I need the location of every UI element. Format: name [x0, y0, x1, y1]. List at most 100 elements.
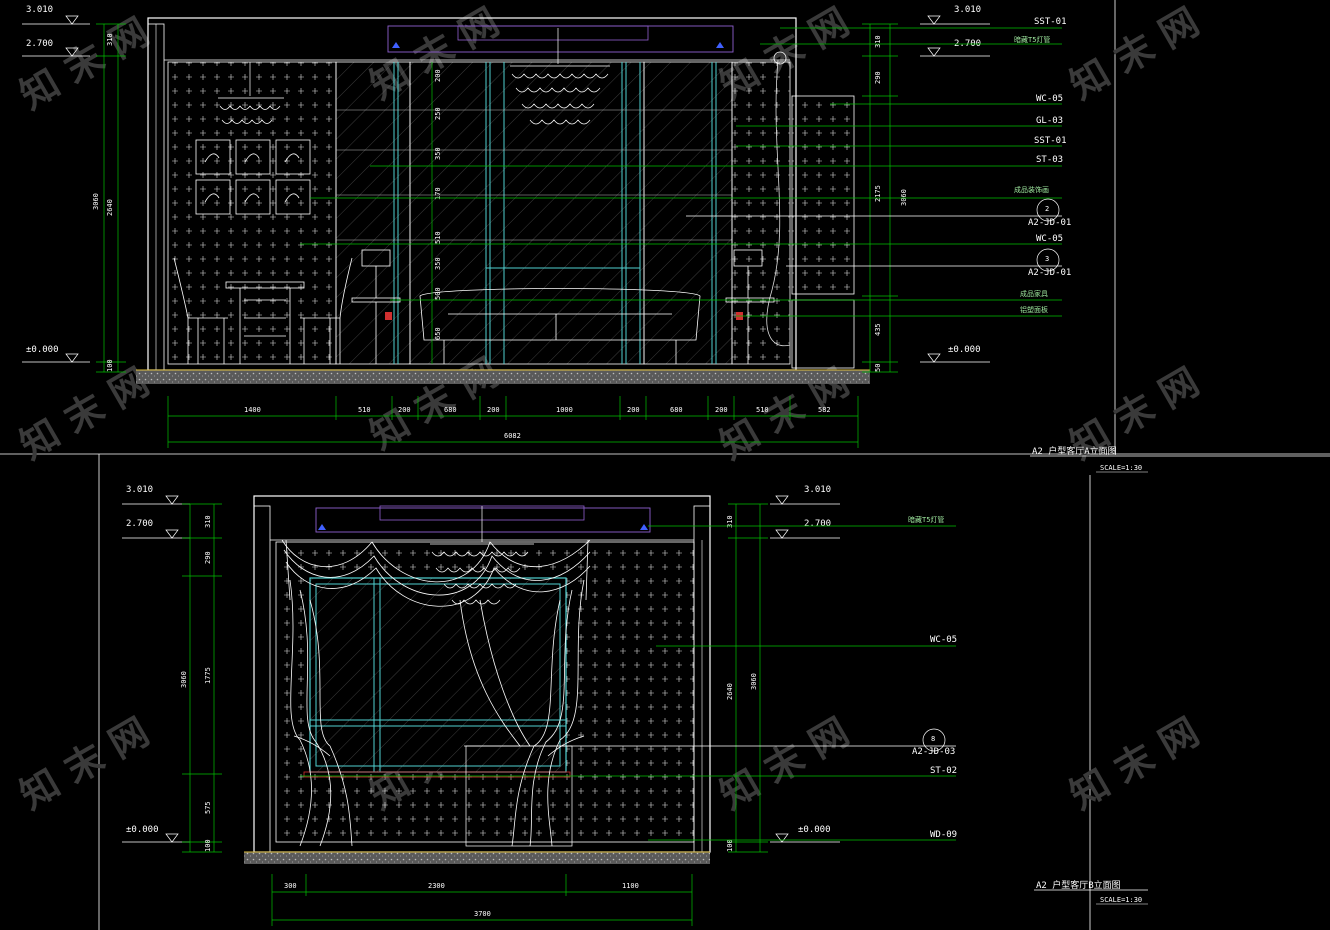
segment-dim-5: 510: [434, 231, 442, 244]
vdim-a-right-5: 435: [874, 323, 882, 336]
glass-panel-center: [409, 61, 645, 365]
bdim-a-3: 200: [398, 406, 411, 414]
callout-b-1-ref: A2-JD-03: [912, 747, 955, 757]
level-markers-left-a: [22, 15, 90, 363]
bdim-a-9: 200: [715, 406, 728, 414]
segment-dim-3: 350: [434, 147, 442, 160]
level-ceiling-label: 2.700: [26, 39, 53, 49]
watermark: 知 末 网: [363, 349, 507, 457]
vdim-a-right-6: 50: [874, 364, 882, 372]
callout-a-1-num: 2: [1045, 205, 1049, 213]
left-wallpaper-panel: [167, 61, 337, 365]
bdim-b-1: 300: [284, 882, 297, 890]
vdim-a-right-3: 2175: [874, 185, 882, 202]
bdim-a-11: 582: [818, 406, 831, 414]
total-dim-a: 6082: [504, 432, 521, 440]
vdim-b-left-6: 100: [204, 839, 212, 852]
curtain-valance: [281, 539, 591, 607]
callout-a-2-num: 3: [1045, 255, 1049, 263]
vdim-a-right-1: 310: [874, 35, 882, 48]
watermark: 知 末 网: [1063, 0, 1207, 108]
bdim-a-2: 510: [358, 406, 371, 414]
watermark: 知 末 网: [713, 709, 857, 817]
level-b-floor-right: ±0.000: [798, 825, 831, 835]
leader-a-t5: 暗藏T5灯管: [1014, 35, 1050, 44]
watermark: 知 末 网: [13, 359, 157, 467]
bottom-dimension-chain-b: [271, 874, 693, 926]
vdim-b-left-3: 3060: [180, 671, 188, 688]
sofa: [419, 288, 701, 364]
vdim-b-right-4: 100: [726, 839, 734, 852]
bdim-b-2: 2300: [428, 882, 445, 890]
leader-b-t5: 暗藏T5灯管: [908, 515, 944, 524]
chandelier-center: [510, 28, 610, 125]
floor-slab-b: [244, 852, 710, 864]
bdim-a-4: 680: [444, 406, 457, 414]
bdim-a-8: 680: [670, 406, 683, 414]
curtain-sketch: [766, 59, 791, 347]
bdim-a-1: 1400: [244, 406, 261, 414]
callout-a-2-ref: A2-JD-01: [1028, 268, 1071, 278]
leader-a-wc05: WC-05: [1036, 94, 1063, 104]
vdim-b-right-2: 2640: [726, 683, 734, 700]
right-cabinet: [791, 299, 855, 369]
level-b-top-left: 3.010: [126, 485, 153, 495]
vdim-a-left-1: 310: [106, 33, 114, 46]
vdim-b-left-2: 290: [204, 551, 212, 564]
vdim-b-left-4: 1775: [204, 667, 212, 684]
dining-set: [173, 257, 353, 364]
level-b-ceiling-right: 2.700: [804, 519, 831, 529]
vdim-a-right-4: 3060: [900, 189, 908, 206]
right-niche-panel: [791, 95, 855, 295]
chandelier-left: [218, 62, 284, 124]
segment-dim-1: 200: [434, 69, 442, 82]
level-markers-right-a: [920, 15, 990, 363]
watermark: 知 末 网: [13, 709, 157, 817]
watermark: 知 末 网: [1063, 709, 1207, 817]
leader-a-painting: 成品装饰画: [1014, 185, 1049, 194]
bdim-a-6: 1000: [556, 406, 573, 414]
leader-lines-a: [300, 27, 1062, 317]
level-markers-b: [122, 495, 840, 843]
leader-b-st02: ST-02: [930, 766, 957, 776]
elevation-a: 3.010 2.700 ±0.000 3.010 2.700 ±0.000 31…: [22, 5, 1330, 473]
vdim-a-left-2: 2640: [106, 199, 114, 216]
leader-a-sst01-top: SST-01: [1034, 17, 1067, 27]
vdim-b-right-3: 3060: [750, 673, 758, 690]
decor-picture-frames: [195, 139, 311, 215]
segment-dim-2: 250: [434, 107, 442, 120]
bdim-b-3: 1100: [622, 882, 639, 890]
leader-a-wc05-2: WC-05: [1036, 234, 1063, 244]
level-b-top-right: 3.010: [804, 485, 831, 495]
title-elevation-b: A2 户型客厅B立面图: [1036, 879, 1121, 891]
segment-dim-4: 170: [434, 187, 442, 200]
watermark: 知 末 网: [13, 9, 157, 117]
vdim-b-right-1: 310: [726, 515, 734, 528]
leader-a-furniture: 成品家具: [1020, 289, 1048, 298]
level-top-label: 3.010: [26, 5, 53, 15]
leader-b-wc05: WC-05: [930, 635, 957, 645]
glass-panel-left: [335, 61, 411, 365]
bdim-a-5: 200: [487, 406, 500, 414]
level-top-label-right: 3.010: [954, 5, 981, 15]
chandelier-b: [430, 506, 534, 605]
leader-a-gl03: GL-03: [1036, 116, 1063, 126]
leader-a-st03: ST-03: [1036, 155, 1063, 165]
level-b-ceiling-left: 2.700: [126, 519, 153, 529]
callout-b-1-num: 8: [931, 735, 935, 743]
bottom-dimension-chain-a: [167, 396, 859, 448]
callout-a-1-ref: A2-JD-01: [1028, 218, 1071, 228]
vertical-dimension-lines-b: [182, 503, 768, 853]
leader-lines-b: [300, 525, 956, 841]
title-elevation-a: A2 户型客厅A立面图: [1032, 445, 1117, 457]
scale-elevation-b: SCALE=1:30: [1100, 896, 1142, 904]
scale-elevation-a: SCALE=1:30: [1100, 464, 1142, 472]
leader-a-panel: 铝塑面板: [1020, 305, 1048, 314]
glass-panel-right: [643, 61, 733, 365]
vdim-a-left-3: 3060: [92, 193, 100, 210]
bdim-a-10: 510: [756, 406, 769, 414]
segment-dim-8: 650: [434, 327, 442, 340]
level-floor-label: ±0.000: [26, 345, 59, 355]
